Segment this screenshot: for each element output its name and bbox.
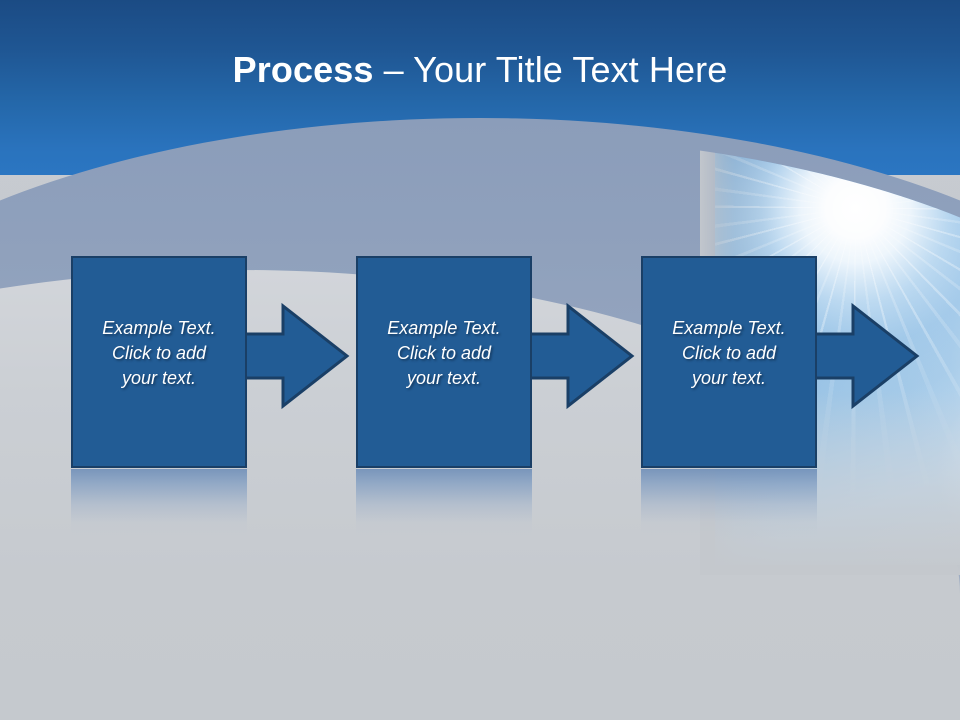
- process-step-box[interactable]: Example Text. Click to add your text.: [641, 256, 817, 468]
- process-step-box[interactable]: Example Text. Click to add your text.: [71, 256, 247, 468]
- page-title: Process – Your Title Text Here: [0, 48, 960, 92]
- step-label: Example Text. Click to add your text.: [672, 317, 786, 388]
- title-bold-part: Process: [232, 49, 374, 90]
- step-reflection: [356, 469, 532, 537]
- process-step-3[interactable]: Example Text. Click to add your text.: [641, 256, 920, 468]
- step-reflection: [641, 469, 817, 537]
- process-step-2[interactable]: Example Text. Click to add your text.: [356, 256, 635, 468]
- process-step-box[interactable]: Example Text. Click to add your text.: [356, 256, 532, 468]
- step-label: Example Text. Click to add your text.: [102, 317, 216, 388]
- title-rest-part: – Your Title Text Here: [373, 49, 728, 90]
- step-label: Example Text. Click to add your text.: [387, 317, 501, 388]
- process-step-1[interactable]: Example Text. Click to add your text.: [71, 256, 350, 468]
- step-reflection: [71, 469, 247, 537]
